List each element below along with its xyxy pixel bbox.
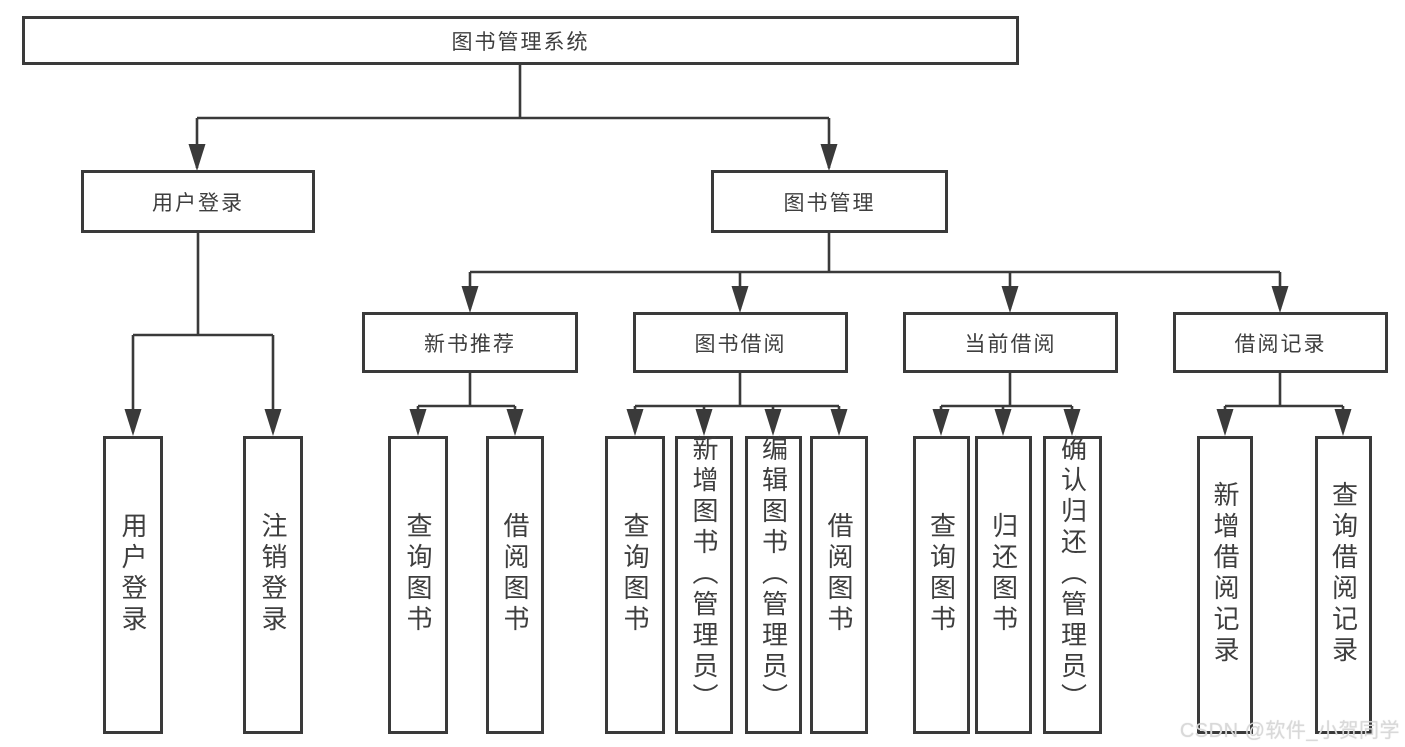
leaf-query-books-borrow: 查询图书 (605, 436, 665, 734)
node-book-borrow-label: 图书借阅 (694, 332, 787, 356)
leaf-add-books-admin-label: 新增图书（管理员） (689, 434, 719, 714)
node-book-management: 图书管理 (711, 170, 948, 233)
leaf-borrow-books-recommend-label: 借阅图书 (500, 512, 530, 636)
leaf-add-books-admin: 新增图书（管理员） (675, 434, 733, 734)
leaf-query-borrow-record-label: 查询借阅记录 (1328, 481, 1359, 667)
leaf-edit-books-admin-label: 编辑图书（管理员） (758, 434, 789, 714)
node-book-management-label: 图书管理 (783, 191, 876, 215)
node-current-borrow: 当前借阅 (903, 312, 1118, 373)
leaf-confirm-return-admin: 确认归还（管理员） (1043, 434, 1102, 734)
leaf-query-books-borrow-label: 查询图书 (620, 512, 650, 636)
node-borrow-records-label: 借阅记录 (1234, 332, 1327, 356)
watermark: CSDN @软件_小贺同学 (1179, 720, 1400, 742)
node-root: 图书管理系统 (22, 16, 1019, 65)
leaf-user-login-label: 用户登录 (118, 512, 148, 636)
leaf-query-books-current: 查询图书 (913, 436, 970, 734)
leaf-borrow-books: 借阅图书 (810, 436, 868, 734)
node-user-login: 用户登录 (81, 170, 315, 233)
node-new-book-recommend: 新书推荐 (362, 312, 578, 373)
node-root-label: 图书管理系统 (451, 30, 590, 54)
leaf-query-books-recommend-label: 查询图书 (403, 512, 433, 636)
leaf-borrow-books-label: 借阅图书 (824, 512, 854, 636)
leaf-logout-label: 注销登录 (258, 512, 288, 636)
node-current-borrow-label: 当前借阅 (964, 332, 1057, 356)
node-borrow-records: 借阅记录 (1173, 312, 1388, 373)
leaf-query-books-recommend: 查询图书 (388, 436, 448, 734)
leaf-user-login: 用户登录 (103, 436, 163, 734)
leaf-borrow-books-recommend: 借阅图书 (486, 436, 544, 734)
leaf-add-borrow-record: 新增借阅记录 (1197, 436, 1253, 734)
node-new-book-recommend-label: 新书推荐 (424, 332, 516, 356)
node-user-login-label: 用户登录 (152, 191, 244, 215)
leaf-logout: 注销登录 (243, 436, 303, 734)
leaf-add-borrow-record-label: 新增借阅记录 (1210, 481, 1240, 667)
arrowheads (124, 144, 1352, 436)
leaf-return-books: 归还图书 (975, 436, 1032, 734)
leaf-return-books-label: 归还图书 (988, 512, 1019, 636)
leaf-confirm-return-admin-label: 确认归还（管理员） (1057, 434, 1088, 714)
leaf-query-books-current-label: 查询图书 (926, 512, 957, 636)
leaf-query-borrow-record: 查询借阅记录 (1315, 436, 1372, 734)
leaf-edit-books-admin: 编辑图书（管理员） (745, 434, 802, 734)
node-book-borrow: 图书借阅 (633, 312, 848, 373)
